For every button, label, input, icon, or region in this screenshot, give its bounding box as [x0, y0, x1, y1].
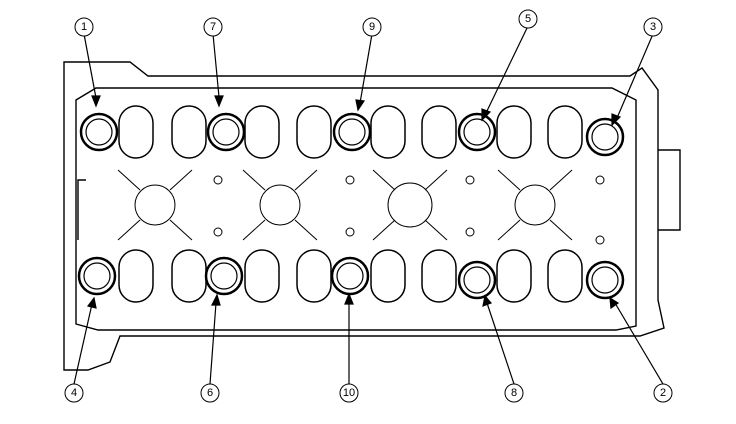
- callout-4: [64, 383, 84, 403]
- callout-4-label: 4: [71, 387, 77, 399]
- callout-8: [504, 383, 524, 403]
- bolt-8: [457, 260, 497, 300]
- callout-2-label: 2: [660, 387, 666, 399]
- callout-7-label: 7: [210, 21, 216, 33]
- callout-8-label: 8: [511, 387, 517, 399]
- callouts: [64, 9, 673, 403]
- callout-6-label: 6: [207, 387, 213, 399]
- bolt-1: [79, 112, 119, 152]
- bolt-5: [457, 112, 497, 152]
- callout-1: [74, 17, 94, 37]
- upper-valve-row: [118, 105, 583, 159]
- callout-5: [518, 9, 538, 29]
- bolt-7: [206, 112, 246, 152]
- bolt-6: [204, 256, 244, 296]
- leader-lines: [73, 25, 664, 385]
- callout-6: [200, 383, 220, 403]
- callout-3-label: 3: [650, 21, 656, 33]
- bolt-10: [330, 256, 370, 296]
- center-casting-detail: [117, 169, 605, 245]
- callout-2: [653, 383, 673, 403]
- bolt-9: [332, 112, 372, 152]
- callout-7: [203, 17, 223, 37]
- callout-3: [643, 17, 663, 37]
- bolt-2: [585, 260, 625, 300]
- callout-10: [339, 383, 359, 403]
- callout-9: [362, 17, 382, 37]
- callout-5-label: 5: [525, 13, 531, 25]
- callout-9-label: 9: [369, 21, 375, 33]
- callout-10-label: 10: [343, 387, 355, 399]
- callout-1-label: 1: [81, 21, 87, 33]
- head-outline: [63, 61, 665, 371]
- bolt-4: [77, 256, 117, 296]
- bolt-bosses: [77, 112, 625, 300]
- head-inner-outline: [75, 87, 637, 331]
- bolt-3: [585, 117, 625, 157]
- lower-valve-row: [118, 249, 583, 303]
